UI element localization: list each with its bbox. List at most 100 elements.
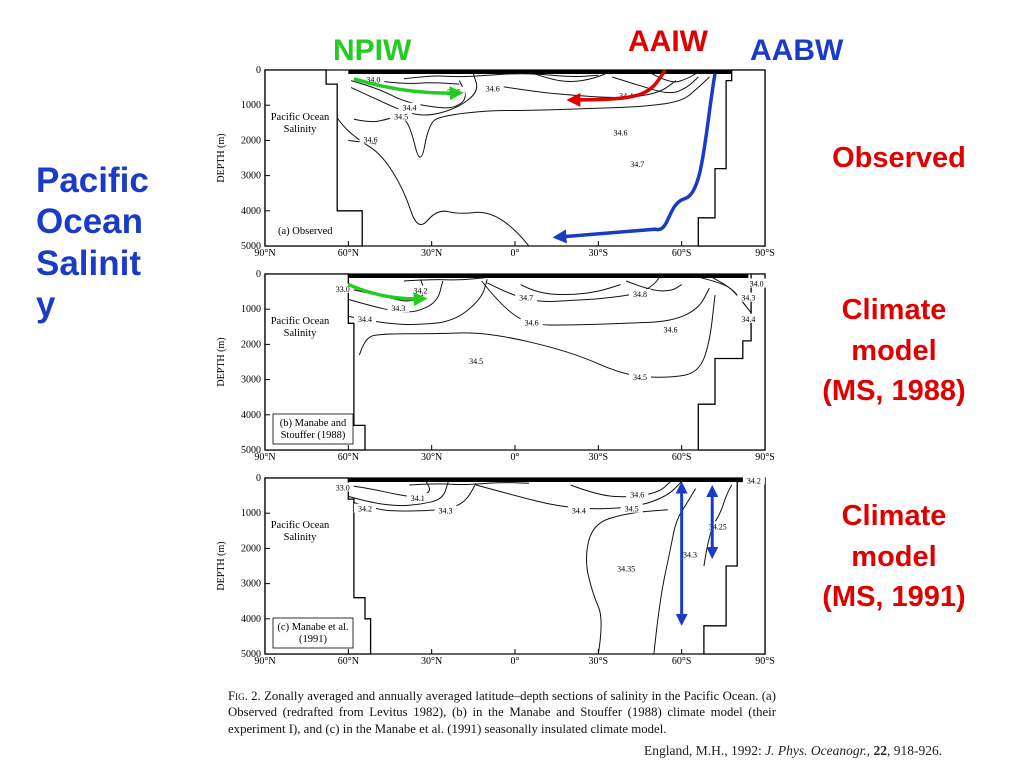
contour-label: 34.0 [366, 76, 380, 85]
contour-label: 34.3 [391, 304, 405, 313]
x-tick-label: 30°N [421, 248, 442, 259]
y-tick-label: 1000 [241, 508, 261, 519]
inset-label: Pacific Ocean [271, 520, 330, 531]
aabw-label: AABW [750, 34, 844, 67]
contour-label-bg [331, 482, 354, 492]
y-axis-label: DEPTH (m) [216, 133, 227, 182]
x-tick-label: 60°N [338, 248, 359, 259]
slide-title: Pacific Ocean Salinit y [36, 160, 176, 325]
salinity-contour [376, 80, 460, 85]
contour-label-bg [629, 371, 651, 381]
contour-label-bg [737, 292, 760, 302]
aabw-arrow [552, 73, 717, 244]
panel-label: (1991) [299, 634, 327, 645]
title-line: Ocean [36, 202, 143, 242]
salinity-contour [403, 277, 488, 282]
y-tick-label: 1000 [241, 100, 261, 111]
contour-label: 34.4 [572, 506, 586, 515]
contour-label: 34.5 [469, 357, 483, 366]
contour-label: 34.4 [358, 315, 372, 324]
y-tick-label: 5000 [241, 241, 261, 252]
figure-caption: Fig. 2. Zonally averaged and annually av… [228, 688, 776, 737]
contour-label: 34.3 [683, 550, 697, 559]
y-tick-label: 3000 [241, 171, 261, 182]
salinity-contour [481, 280, 710, 326]
contour-label-bg [481, 83, 504, 93]
contour-label-bg [629, 289, 651, 299]
citation-authors: England, M.H., 1992: [644, 743, 766, 758]
x-tick-label: 60°S [672, 248, 692, 259]
x-tick-label: 90°N [254, 452, 275, 463]
salinity-contour [350, 80, 466, 109]
ms1988-label: Climate model (MS, 1988) [804, 290, 984, 412]
y-tick-label: 2000 [241, 543, 261, 554]
npiw-arrow [347, 282, 428, 307]
contour-label: 34.2 [358, 505, 372, 514]
contour-label: 34.4 [741, 315, 755, 324]
inset-label: Salinity [284, 532, 317, 543]
panel-label: (a) Observed [278, 226, 333, 237]
npiw-label: NPIW [333, 34, 412, 67]
contour-label-bg [387, 303, 410, 313]
aaiw-label: AAIW [628, 25, 708, 58]
contour-label-bg [398, 102, 421, 112]
inset-label: Salinity [284, 328, 317, 339]
inset-label: Pacific Ocean [271, 112, 330, 123]
contour-label: 34.6 [630, 491, 644, 500]
x-tick-label: 0° [511, 248, 520, 259]
contour-label-bg [615, 563, 638, 573]
salinity-contour [625, 280, 682, 292]
contour-label: 34.4 [402, 104, 416, 113]
salinity-contour [586, 509, 668, 655]
contour-label: 33.0 [336, 484, 350, 493]
ms1991-line: Climate [841, 500, 947, 532]
y-tick-label: 2000 [241, 339, 261, 350]
contour-label: 34.2 [747, 477, 761, 486]
x-tick-label: 30°N [421, 452, 442, 463]
contour-label: 34.5 [625, 505, 639, 514]
contour-label-bg [626, 159, 649, 169]
contour-label: 34.5 [394, 113, 408, 122]
ms1988-line: model [851, 334, 937, 367]
south-topography [697, 69, 766, 247]
contour-label-bg [354, 313, 376, 323]
contour-label-bg [409, 285, 432, 295]
y-tick-label: 4000 [241, 206, 261, 217]
contour-label: 34.7 [519, 294, 533, 303]
contour-label-bg [331, 283, 354, 293]
contour-label: 34.6 [614, 128, 628, 137]
salinity-contour [345, 481, 431, 497]
y-tick-label: 2000 [241, 135, 261, 146]
y-tick-label: 3000 [241, 579, 261, 590]
contour-label: 34.0 [750, 280, 764, 289]
surface-band [348, 274, 749, 278]
contour-label-bg [567, 505, 590, 515]
salinity-contour [612, 76, 699, 94]
y-tick-label: 4000 [241, 410, 261, 421]
y-axis-label: DEPTH (m) [216, 337, 227, 386]
x-tick-label: 60°S [672, 656, 692, 667]
caption-label: Fig. 2. [228, 689, 261, 703]
salinity-contour [345, 481, 449, 507]
salinity-contour [314, 80, 530, 247]
contour-label-bg [434, 505, 457, 515]
ms1991-line: (MS, 1991) [822, 581, 966, 614]
title-line: y [36, 284, 56, 324]
contour-label-bg [679, 549, 701, 559]
north-topography [264, 477, 372, 655]
x-tick-label: 60°N [338, 452, 359, 463]
ms1991-line: model [851, 540, 937, 573]
y-axis-label: DEPTH (m) [216, 541, 227, 590]
x-tick-label: 0° [511, 452, 520, 463]
y-tick-label: 4000 [241, 614, 261, 625]
ms1988-line: (MS, 1988) [822, 375, 966, 408]
x-tick-label: 30°N [421, 656, 442, 667]
x-tick-label: 30°S [589, 656, 609, 667]
observed-label: Observed [832, 142, 966, 174]
title-line: Salinit [36, 243, 142, 283]
panel-label: (b) Manabe and [280, 418, 347, 429]
surface-band [348, 70, 749, 74]
salinity-contour [358, 295, 716, 378]
contour-label-bg [737, 313, 760, 323]
